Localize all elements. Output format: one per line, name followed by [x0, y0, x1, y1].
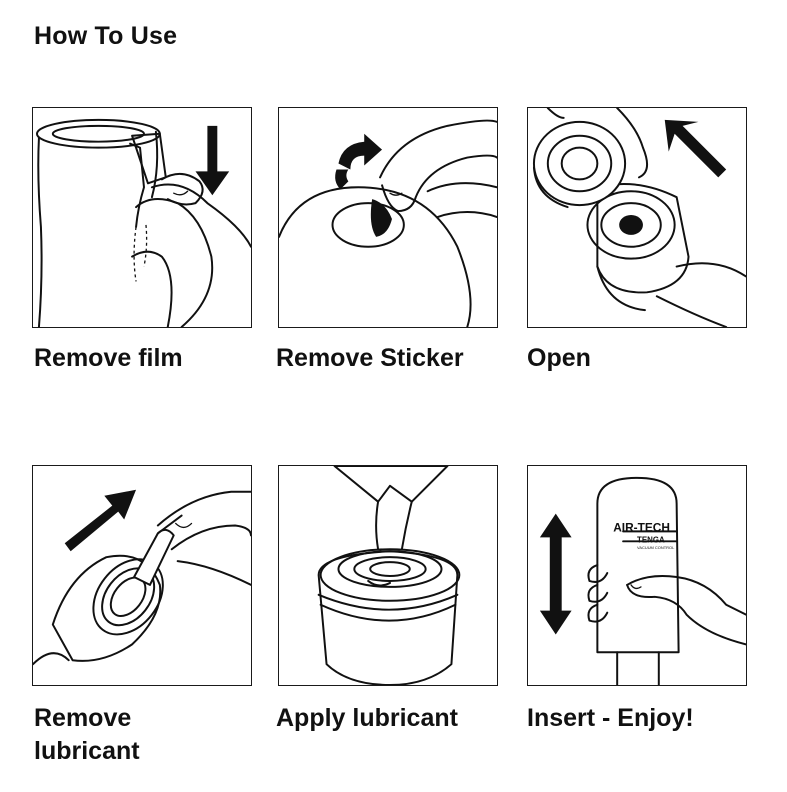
- step-1-caption: Remove film: [34, 344, 183, 372]
- step-2-panel: [278, 107, 498, 328]
- step-4-caption: Remove lubricant: [34, 702, 140, 768]
- remove-film-illustration: [35, 118, 251, 327]
- step-6-panel: AIR-TECH TENGA VACUUM CONTROL: [527, 465, 747, 686]
- step-1-panel: [32, 107, 252, 328]
- product-sub-brand-label: TENGA: [637, 535, 665, 544]
- step-2-caption: Remove Sticker: [276, 344, 464, 372]
- step-3-caption: Open: [527, 344, 591, 372]
- apply-lubricant-illustration: [317, 466, 461, 685]
- product-tagline-label: VACUUM CONTROL: [637, 545, 675, 550]
- product-brand-label: AIR-TECH: [613, 520, 670, 534]
- step-6-caption: Insert - Enjoy!: [527, 704, 694, 732]
- step-5-panel: [278, 465, 498, 686]
- step-4-panel: [32, 465, 252, 686]
- remove-sticker-illustration: [279, 119, 497, 327]
- step-5-caption: Apply lubricant: [276, 704, 458, 732]
- step-3-panel: [527, 107, 747, 328]
- step-4-caption-line-2: lubricant: [34, 737, 140, 765]
- open-cap-illustration: [532, 108, 746, 327]
- insert-illustration: AIR-TECH TENGA VACUUM CONTROL: [539, 476, 746, 685]
- step-4-caption-line-1: Remove: [34, 704, 132, 732]
- remove-lubricant-illustration: [33, 489, 251, 666]
- page-title: How To Use: [34, 22, 178, 50]
